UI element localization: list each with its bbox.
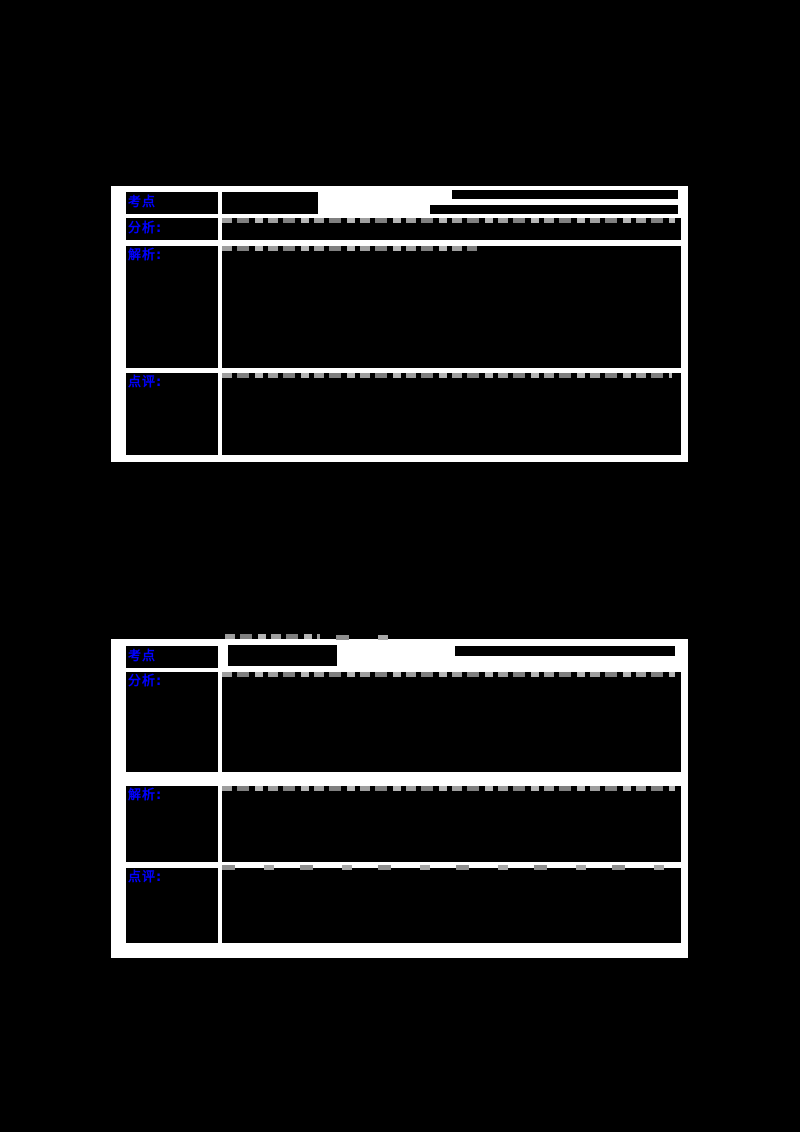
redacted-text-bar	[455, 646, 675, 656]
text-fragment-strip	[225, 634, 320, 639]
text-fragment-strip	[222, 218, 675, 223]
content-cell-jiexi	[222, 786, 681, 862]
row-label-fenxi: 分析:	[128, 221, 163, 236]
text-fragment-strip	[336, 635, 398, 640]
content-cell-fenxi	[222, 672, 681, 772]
label-cell-kaodian: 考点	[126, 192, 218, 214]
label-cell-dianping: 点评:	[126, 373, 218, 455]
redacted-text-block	[228, 645, 337, 666]
row-label-dianping: 点评:	[128, 870, 163, 885]
label-cell-jiexi: 解析:	[126, 786, 218, 862]
row-label-kaodian: 考点	[128, 195, 157, 210]
content-cell-jiexi	[222, 246, 681, 368]
label-cell-fenxi: 分析:	[126, 672, 218, 772]
label-cell-dianping: 点评:	[126, 868, 218, 943]
label-cell-jiexi: 解析:	[126, 246, 218, 368]
redacted-text-bar	[430, 205, 678, 214]
text-fragment-strip	[222, 373, 672, 378]
row-label-fenxi: 分析:	[128, 674, 163, 689]
content-cell-fenxi	[222, 218, 681, 240]
text-fragment-strip	[222, 672, 675, 677]
content-cell-dianping	[222, 865, 681, 943]
row-label-jiexi: 解析:	[128, 248, 163, 263]
exam-solution-table-2: 考点 分析: 解析: 点评:	[111, 634, 688, 958]
text-fragment-strip	[222, 246, 477, 251]
exam-solution-table-1: 考点 分析: 解析: 点评:	[111, 186, 688, 462]
content-cell-dianping	[222, 373, 681, 455]
row-label-kaodian: 考点	[128, 649, 157, 664]
redacted-text-block	[222, 192, 318, 214]
row-label-jiexi: 解析:	[128, 788, 163, 803]
label-cell-fenxi: 分析:	[126, 218, 218, 240]
text-fragment-strip	[222, 865, 672, 870]
row-label-dianping: 点评:	[128, 375, 163, 390]
redacted-text-bar	[452, 190, 678, 199]
label-cell-kaodian: 考点	[126, 646, 218, 668]
text-fragment-strip	[222, 786, 675, 791]
